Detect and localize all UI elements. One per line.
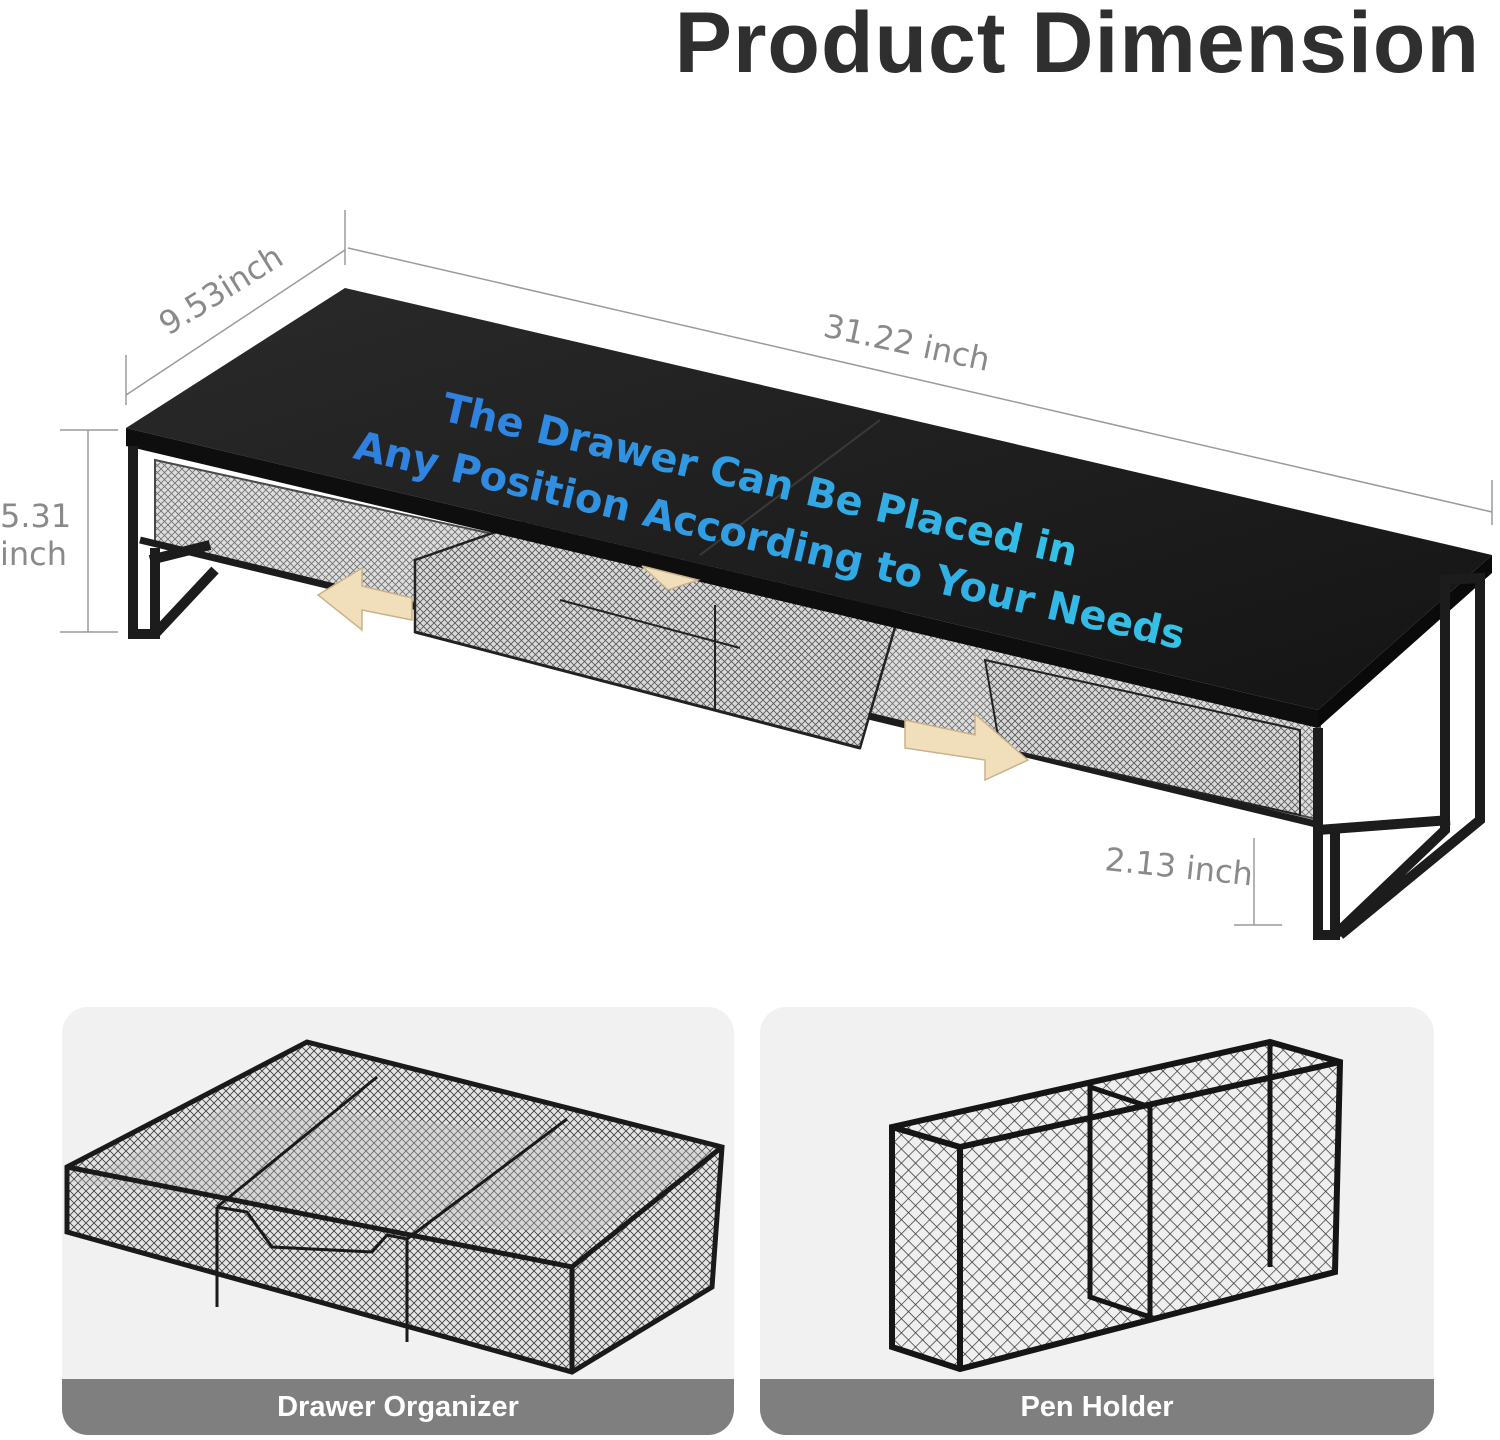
right-drawer: [983, 658, 1301, 817]
height-value-label: 5.31: [0, 497, 71, 535]
drawer-organizer-image: [64, 1039, 725, 1375]
clearance-label: 2.13 inch: [1103, 840, 1255, 893]
stand-legs: [128, 446, 1485, 940]
move-right-arrow-small: [641, 565, 701, 591]
page-title: Product Dimension: [674, 0, 1480, 91]
drawer-organizer-card: Drawer Organizer: [62, 1007, 734, 1435]
width-label: 31.22 inch: [820, 307, 993, 379]
depth-label: 9.53inch: [152, 237, 289, 343]
pen-holder-card: Pen Holder: [760, 1007, 1434, 1435]
move-left-arrow: [316, 566, 413, 632]
dimension-lines: [60, 210, 1493, 926]
pen-holder-image: [889, 1038, 1344, 1373]
height-unit-label: inch: [0, 535, 67, 573]
pulled-drawer: [413, 518, 902, 750]
drawer-organizer-label: Drawer Organizer: [62, 1379, 734, 1435]
pen-holder-label: Pen Holder: [760, 1379, 1434, 1435]
monitor-stand-illustration: 9.53inch 31.22 inch 5.31 inch 2.13 inch …: [0, 210, 1493, 940]
move-right-arrow: [904, 712, 1030, 782]
